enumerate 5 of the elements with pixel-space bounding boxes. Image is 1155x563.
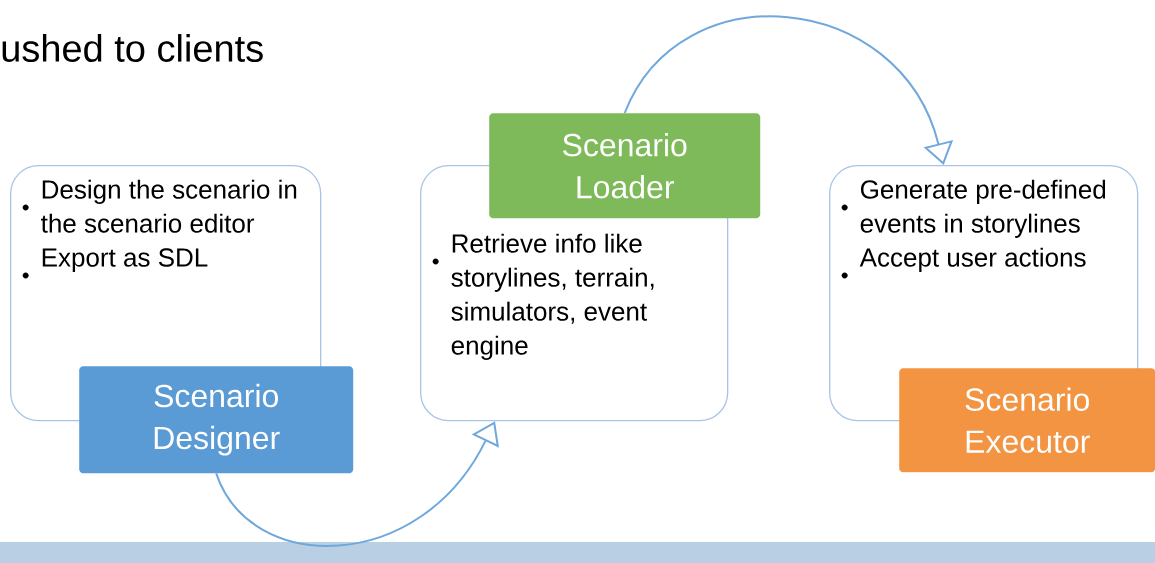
title-box: Scenario Designer [79,366,354,474]
slide-title: ushed to clients [2,34,263,62]
title-box: Scenario Loader [489,113,761,219]
curved-arrow [623,16,954,165]
title-box: Scenario Executor [899,368,1155,473]
